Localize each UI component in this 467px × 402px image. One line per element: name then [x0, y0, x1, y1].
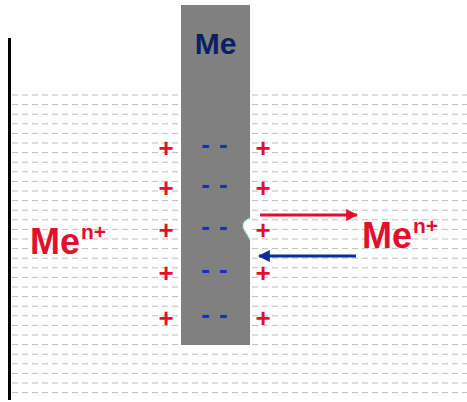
- positive-charge-text: +: [255, 258, 270, 288]
- metal-electrode: [181, 5, 250, 345]
- positive-charge-text: +: [158, 133, 173, 163]
- ion-charge-text: n+: [413, 214, 438, 237]
- ion-symbol: Me: [362, 218, 412, 254]
- ion-symbol-text: Me: [30, 221, 80, 262]
- positive-charge-text: +: [255, 303, 270, 333]
- ion-charge: n+: [413, 215, 438, 236]
- negative-charge-text: - -: [201, 254, 229, 284]
- ion-symbol: Me: [30, 224, 80, 260]
- positive-charge: +: [158, 175, 173, 201]
- positive-charge: +: [255, 175, 270, 201]
- negative-charge: - -: [201, 301, 229, 327]
- electrode-label: Me: [181, 5, 250, 60]
- positive-charge: +: [255, 305, 270, 331]
- negative-charge-text: - -: [201, 169, 229, 199]
- ion-symbol-text: Me: [362, 215, 412, 256]
- negative-charge-text: - -: [201, 129, 229, 159]
- negative-charge-text: - -: [201, 299, 229, 329]
- negative-charge: - -: [201, 213, 229, 239]
- positive-charge: +: [158, 217, 173, 243]
- positive-charge-text: +: [255, 215, 270, 245]
- positive-charge: +: [158, 260, 173, 286]
- positive-charge: +: [255, 260, 270, 286]
- positive-charge: +: [158, 305, 173, 331]
- dissolution-notch: [243, 218, 250, 240]
- solution-line: [12, 354, 467, 355]
- positive-charge: +: [255, 135, 270, 161]
- negative-charge-text: - -: [201, 211, 229, 241]
- negative-charge: - -: [201, 131, 229, 157]
- positive-charge: +: [158, 135, 173, 161]
- dissolution-arrow: [260, 214, 357, 217]
- positive-charge-text: +: [158, 215, 173, 245]
- deposition-arrow: [259, 255, 356, 258]
- positive-charge-text: +: [158, 303, 173, 333]
- negative-charge: - -: [201, 256, 229, 282]
- beaker-wall: [8, 38, 11, 400]
- solution-line: [12, 383, 467, 384]
- solution-line: [12, 363, 467, 364]
- ion-charge-text: n+: [81, 220, 106, 243]
- positive-charge-text: +: [158, 258, 173, 288]
- positive-charge: +: [255, 217, 270, 243]
- positive-charge-text: +: [158, 173, 173, 203]
- negative-charge: - -: [201, 171, 229, 197]
- ion-charge: n+: [81, 221, 106, 242]
- solution-line: [12, 373, 467, 374]
- positive-charge-text: +: [255, 133, 270, 163]
- positive-charge-text: +: [255, 173, 270, 203]
- solution-line: [12, 392, 467, 393]
